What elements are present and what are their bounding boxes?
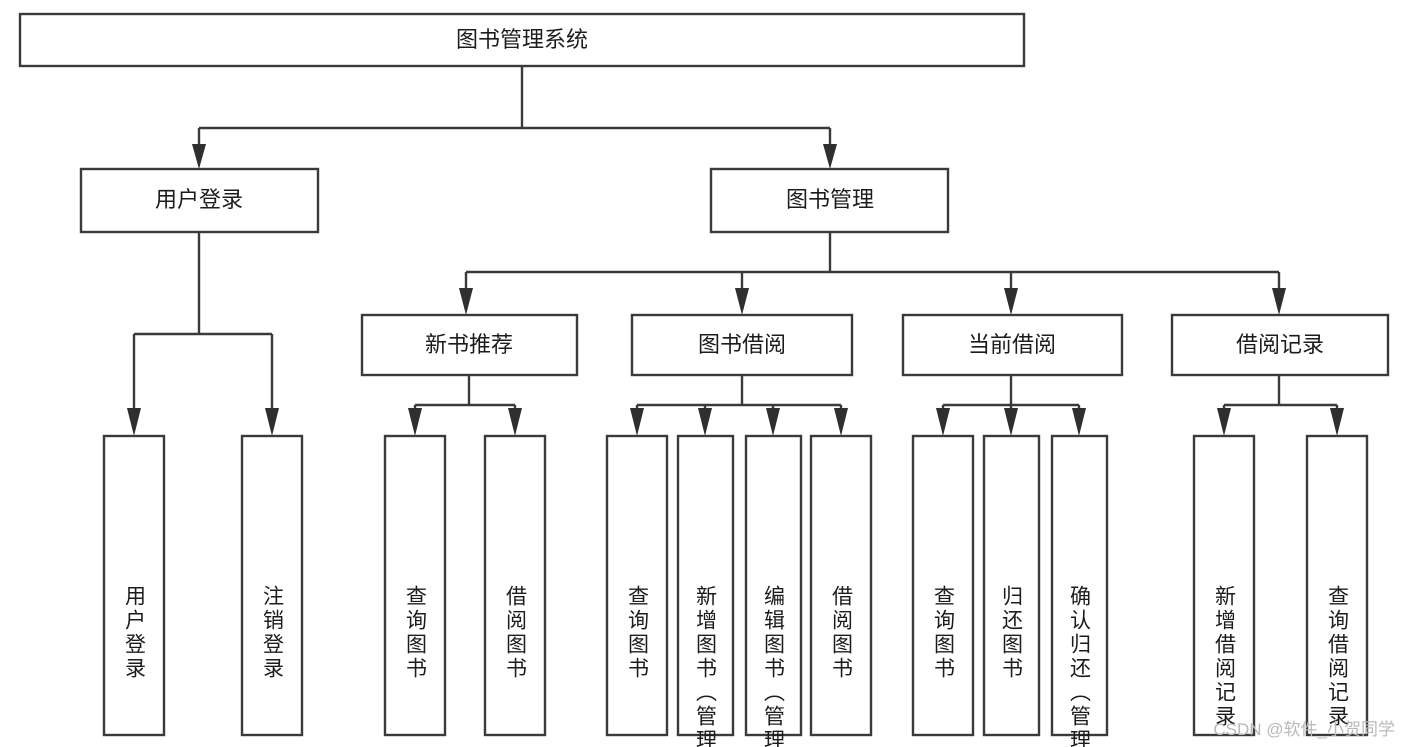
node-root-box[interactable] — [18, 12, 1026, 68]
node-leaf-add-record-label: 新增借阅记录 — [1213, 585, 1237, 729]
node-leaf-borrow-book-2[interactable]: 借阅图书 — [809, 434, 873, 737]
node-new-book-rec-label: 新书推荐 — [425, 332, 513, 357]
node-leaf-return-book-box[interactable] — [982, 434, 1041, 737]
node-new-book-rec-box[interactable] — [360, 313, 579, 377]
node-leaf-edit-book-label: 编辑图书（管理员） — [762, 585, 786, 747]
node-leaf-add-book[interactable]: 新增图书（管理员） — [676, 434, 735, 747]
node-leaf-query-record-box[interactable] — [1305, 434, 1369, 737]
arrow-head-leaf-borrow-book-2 — [834, 408, 848, 436]
node-leaf-confirm-return-label: 确认归还（管理员） — [1068, 585, 1092, 747]
node-leaf-return-book-label: 归还图书 — [1000, 585, 1024, 681]
node-leaf-query-record-label: 查询借阅记录 — [1326, 585, 1350, 729]
node-leaf-user-login-box[interactable] — [102, 434, 166, 737]
node-leaf-return-book[interactable]: 归还图书 — [982, 434, 1041, 737]
arrow-head-leaf-borrow-book-1 — [508, 408, 522, 436]
arrow-head-user-login — [192, 144, 206, 169]
node-leaf-add-book-label: 新增图书（管理员） — [694, 585, 718, 747]
node-current-borrow-box[interactable] — [901, 313, 1124, 377]
arrow-head-leaf-query-book-1 — [408, 408, 422, 436]
node-borrow-record[interactable]: 借阅记录 — [1170, 313, 1390, 377]
node-leaf-add-book-box[interactable] — [676, 434, 735, 737]
arrow-head-leaf-query-record — [1330, 408, 1344, 436]
node-current-borrow-label: 当前借阅 — [968, 332, 1056, 357]
node-leaf-query-book-3[interactable]: 查询图书 — [911, 434, 975, 737]
node-user-login-box[interactable] — [79, 167, 320, 234]
node-leaf-query-record[interactable]: 查询借阅记录 — [1305, 434, 1369, 737]
node-leaf-borrow-book-1[interactable]: 借阅图书 — [483, 434, 547, 737]
node-root-label: 图书管理系统 — [456, 27, 588, 52]
node-book-manage-box[interactable] — [709, 167, 950, 234]
node-root[interactable]: 图书管理系统 — [18, 12, 1026, 68]
node-book-borrow-label: 图书借阅 — [698, 332, 786, 357]
node-leaf-user-logout-box[interactable] — [240, 434, 304, 737]
connector-group — [127, 66, 1344, 436]
node-leaf-query-book-3-label: 查询图书 — [932, 585, 956, 681]
node-leaf-edit-book-box[interactable] — [744, 434, 803, 737]
arrow-head-leaf-add-record — [1217, 408, 1231, 436]
node-book-borrow-box[interactable] — [630, 313, 854, 377]
arrow-head-borrow-record — [1272, 288, 1286, 315]
node-leaf-user-login[interactable]: 用户登录 — [102, 434, 166, 737]
node-leaf-query-book-1[interactable]: 查询图书 — [383, 434, 447, 737]
node-leaf-borrow-book-1-box[interactable] — [483, 434, 547, 737]
arrow-head-leaf-return-book — [1004, 408, 1018, 436]
node-leaf-query-book-2-box[interactable] — [605, 434, 669, 737]
node-current-borrow[interactable]: 当前借阅 — [901, 313, 1124, 377]
node-book-manage[interactable]: 图书管理 — [709, 167, 950, 234]
node-leaf-query-book-2[interactable]: 查询图书 — [605, 434, 669, 737]
arrow-head-leaf-user-logout — [265, 408, 279, 436]
node-leaf-edit-book[interactable]: 编辑图书（管理员） — [744, 434, 803, 747]
arrow-head-new-book-rec — [459, 288, 473, 315]
node-leaf-user-logout-label: 注销登录 — [261, 585, 285, 681]
node-book-borrow[interactable]: 图书借阅 — [630, 313, 854, 377]
arrow-head-book-manage — [823, 144, 837, 169]
node-user-login-label: 用户登录 — [155, 187, 243, 212]
arrow-head-leaf-query-book-2 — [630, 408, 644, 436]
node-user-login[interactable]: 用户登录 — [79, 167, 320, 234]
arrow-head-leaf-confirm-return — [1072, 408, 1086, 436]
node-borrow-record-box[interactable] — [1170, 313, 1390, 377]
arrow-head-leaf-add-book — [698, 408, 712, 436]
arrow-head-leaf-edit-book — [766, 408, 780, 436]
arrow-head-leaf-query-book-3 — [936, 408, 950, 436]
node-leaf-query-book-1-box[interactable] — [383, 434, 447, 737]
node-borrow-record-label: 借阅记录 — [1236, 332, 1324, 357]
node-leaf-borrow-book-1-label: 借阅图书 — [504, 585, 528, 681]
node-leaf-borrow-book-2-label: 借阅图书 — [830, 585, 854, 681]
node-leaf-confirm-return[interactable]: 确认归还（管理员） — [1050, 434, 1109, 747]
node-leaf-add-record-box[interactable] — [1192, 434, 1256, 737]
node-new-book-rec[interactable]: 新书推荐 — [360, 313, 579, 377]
node-leaf-query-book-3-box[interactable] — [911, 434, 975, 737]
node-leaf-add-record[interactable]: 新增借阅记录 — [1192, 434, 1256, 737]
node-book-manage-label: 图书管理 — [786, 187, 874, 212]
node-leaf-query-book-2-label: 查询图书 — [626, 585, 650, 681]
node-leaf-user-logout[interactable]: 注销登录 — [240, 434, 304, 737]
node-leaf-borrow-book-2-box[interactable] — [809, 434, 873, 737]
node-leaf-confirm-return-box[interactable] — [1050, 434, 1109, 737]
arrow-head-leaf-user-login — [127, 408, 141, 436]
arrow-head-book-borrow — [735, 288, 749, 315]
node-leaf-user-login-label: 用户登录 — [123, 585, 147, 681]
arrow-head-current-borrow — [1004, 288, 1018, 315]
node-leaf-query-book-1-label: 查询图书 — [404, 585, 428, 681]
